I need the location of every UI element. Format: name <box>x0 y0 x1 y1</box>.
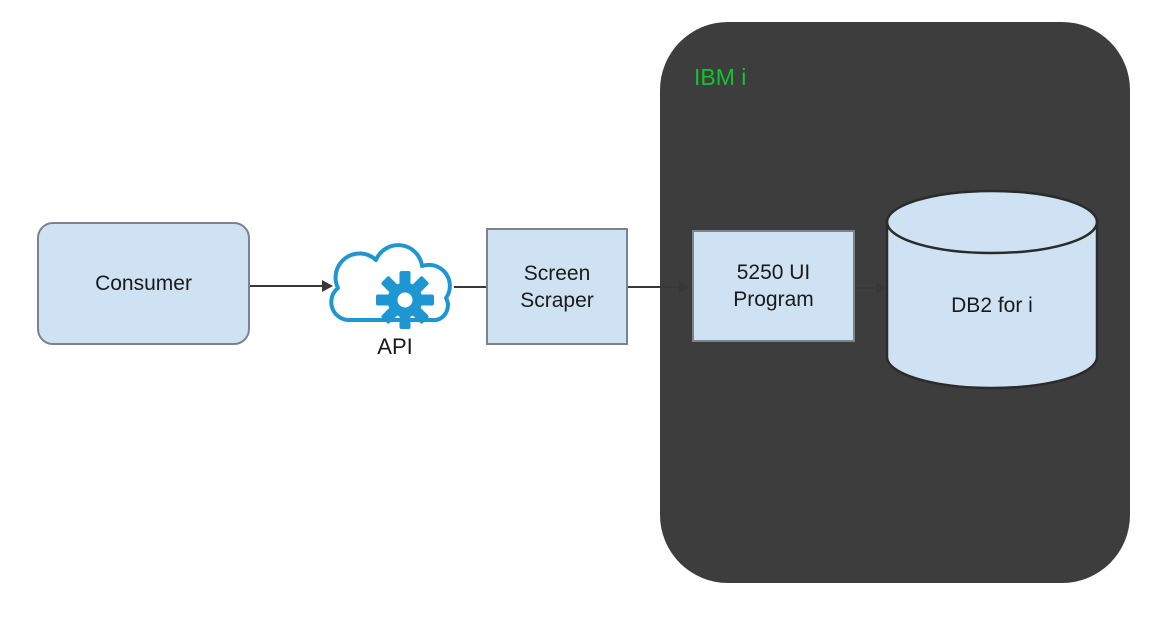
5250-ui-program-node: 5250 UI Program <box>692 230 855 342</box>
db2-label: DB2 for i <box>951 294 1033 317</box>
arrow-screen-scraper-to-program <box>628 286 680 288</box>
screen-scraper-label-line1: Screen <box>523 261 591 285</box>
program-label-line1: 5250 UI <box>736 261 811 284</box>
arrowhead-screen-scraper-to-program <box>679 281 690 293</box>
ibm-i-container-label: IBM i <box>694 64 747 90</box>
screen-scraper-node: Screen Scraper <box>486 228 628 345</box>
arrowhead-consumer-to-api <box>322 280 333 292</box>
arrow-consumer-to-api <box>250 285 323 287</box>
program-label-line2: Program <box>733 288 814 311</box>
screen-scraper-label-line2: Scraper <box>520 288 594 312</box>
line-api-to-screen-scraper <box>454 286 486 288</box>
consumer-label: Consumer <box>95 272 192 295</box>
api-cloud-gear-icon <box>329 243 452 329</box>
gear-icon <box>376 271 434 329</box>
arrow-program-to-db2 <box>855 287 877 289</box>
consumer-node: Consumer <box>37 222 250 345</box>
db2-cylinder <box>885 189 1099 390</box>
api-label: API <box>377 334 413 359</box>
arrowhead-program-to-db2 <box>876 282 887 294</box>
